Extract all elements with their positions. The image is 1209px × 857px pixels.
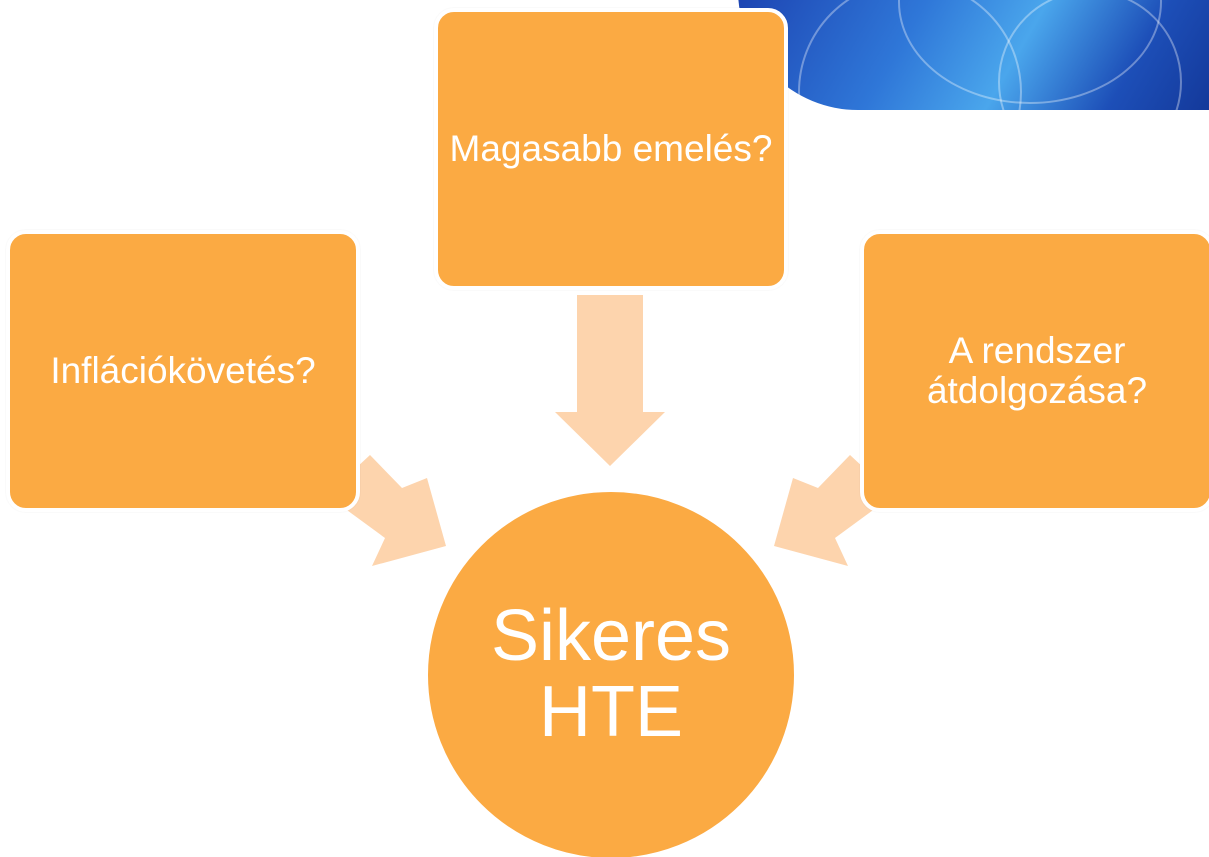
node-successful-hte-label: Sikeres HTE <box>490 596 732 752</box>
arrow-left-to-center <box>340 455 446 566</box>
node-system-rework-label: A rendszer átdolgozása? <box>926 330 1148 411</box>
node-inflation-tracking: Inflációkövetés? <box>6 230 360 512</box>
arrow-top-to-center <box>555 295 665 466</box>
node-higher-raise: Magasabb emelés? <box>434 8 788 290</box>
node-inflation-tracking-label: Inflációkövetés? <box>50 350 316 392</box>
node-system-rework: A rendszer átdolgozása? <box>860 230 1209 512</box>
node-successful-hte: Sikeres HTE <box>424 488 798 857</box>
decorative-corner-image <box>738 0 1209 110</box>
node-higher-raise-label: Magasabb emelés? <box>449 128 773 170</box>
arrow-right-to-center <box>774 455 880 566</box>
